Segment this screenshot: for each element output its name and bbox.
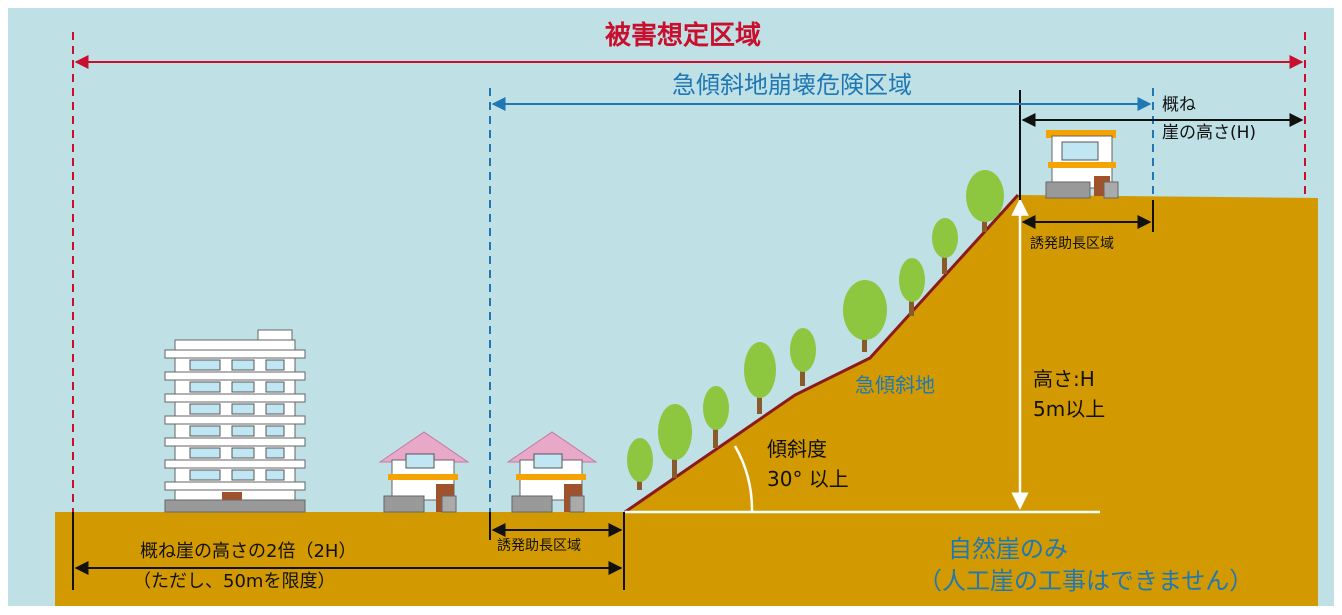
tree-icon — [899, 258, 925, 316]
angle-min-label: 30° 以上 — [767, 467, 849, 491]
height-label: 高さ:H — [1033, 367, 1095, 391]
house-icon — [378, 431, 470, 513]
trees — [627, 170, 1004, 490]
damage-area-label: 被害想定区域 — [605, 21, 762, 51]
cliff-height-label: 崖の高さ(H) — [1162, 123, 1257, 143]
tree-icon — [843, 280, 887, 352]
max-50m-label: （ただし、50mを限度） — [133, 571, 336, 592]
height-min-label: 5m以上 — [1033, 397, 1106, 421]
steep-slope-label: 急傾斜地 — [855, 373, 935, 397]
collapse-area-label: 急傾斜地崩壊危険区域 — [672, 71, 912, 99]
slope-surface-line — [624, 193, 1020, 514]
tree-icon — [703, 386, 729, 448]
tree-icon — [658, 404, 692, 478]
induce-area-top-label: 誘発助長区域 — [1030, 236, 1114, 252]
hilltop-house-icon — [1045, 130, 1119, 199]
induce-area-bottom-label: 誘発助長区域 — [497, 538, 581, 554]
house-icon — [506, 431, 598, 513]
natural-only-label: 自然崖のみ — [948, 535, 1068, 563]
apartment-building-icon — [164, 329, 306, 513]
slope-angle-label: 傾斜度 — [767, 437, 827, 461]
tree-icon — [932, 218, 958, 274]
no-artificial-label: （人工崖の工事はできません） — [918, 567, 1254, 595]
tree-icon — [744, 342, 776, 414]
tree-icon — [966, 170, 1004, 232]
tree-icon — [627, 438, 653, 490]
approx-label: 概ね — [1162, 95, 1196, 115]
ground — [55, 195, 1318, 606]
tree-icon — [790, 328, 816, 386]
angle-arc-icon — [733, 445, 754, 513]
twice-height-label: 概ね崖の高さの2倍（2H） — [140, 541, 357, 562]
